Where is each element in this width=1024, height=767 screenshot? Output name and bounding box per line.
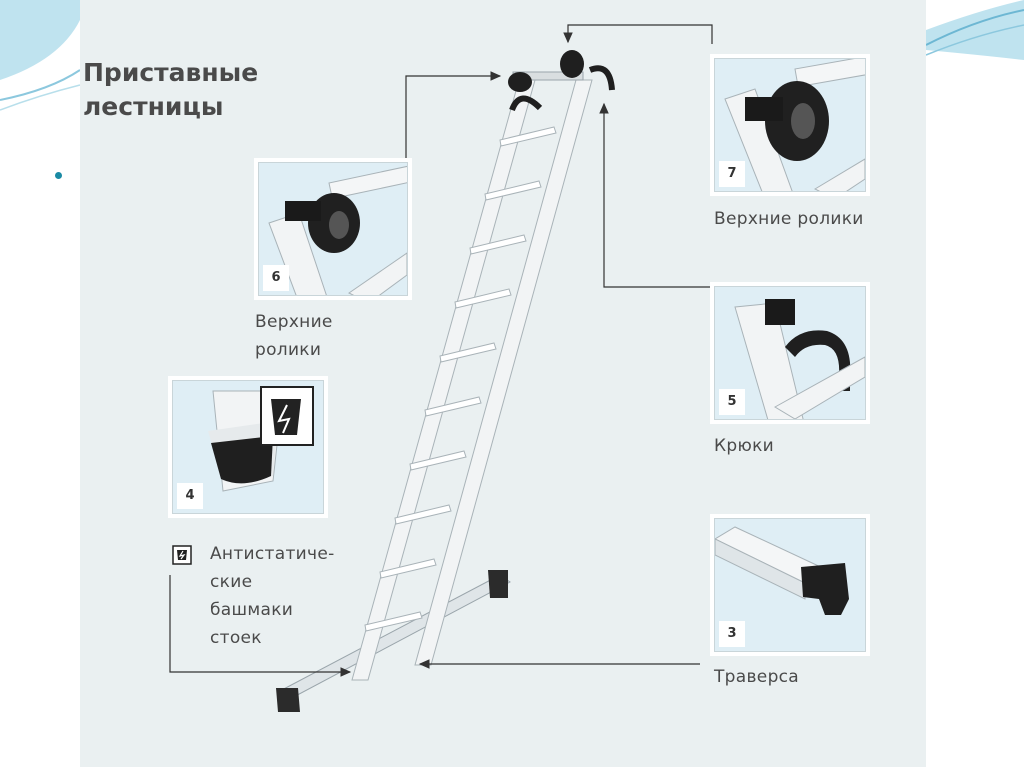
- component-number: 3: [719, 621, 745, 647]
- title-line-2: лестницы: [83, 92, 224, 121]
- caption-line: Верхние: [255, 312, 333, 332]
- caption-top-rollers-left: Верхние ролики: [255, 308, 333, 364]
- caption-top-rollers-right: Верхние ролики: [714, 205, 864, 233]
- component-number: 6: [263, 265, 289, 291]
- hook-illustration: [734, 299, 865, 419]
- caption-line: ролики: [255, 340, 322, 360]
- slide-title: Приставные лестницы: [83, 56, 258, 124]
- component-number: 5: [719, 389, 745, 415]
- caption-line: Крюки: [714, 436, 774, 456]
- detail-card-top-rollers-left: 6: [254, 158, 412, 300]
- detail-card-hooks: 5: [710, 282, 870, 424]
- caption-line: башмаки: [210, 600, 294, 620]
- top-rollers: [508, 50, 615, 112]
- roller-illustration: [268, 165, 407, 295]
- detail-card-top-rollers-right: 7: [710, 54, 870, 196]
- caption-line: ские: [210, 572, 253, 592]
- caption-hooks: Крюки: [714, 432, 774, 460]
- antistatic-icon: [172, 545, 192, 565]
- traverse-bar: [276, 570, 511, 712]
- caption-antistatic-feet: Антистатиче- ские башмаки стоек: [210, 540, 335, 652]
- bullet-point: [55, 172, 62, 179]
- roller-illustration: [724, 59, 865, 191]
- caption-traverse: Траверса: [714, 663, 799, 691]
- detail-card-traverse: 3: [710, 514, 870, 656]
- traverse-illustration: [715, 526, 849, 615]
- caption-line: Антистатиче-: [210, 544, 335, 564]
- caption-line: Траверса: [714, 667, 800, 687]
- component-number: 4: [177, 483, 203, 509]
- ladder-rungs: [364, 126, 557, 632]
- detail-card-antistatic-feet: 4: [168, 376, 328, 518]
- foot-illustration: [208, 386, 314, 492]
- component-number: 7: [719, 161, 745, 187]
- caption-line: стоек: [210, 628, 262, 648]
- caption-line: Верхние ролики: [714, 209, 864, 229]
- title-line-1: Приставные: [83, 58, 259, 87]
